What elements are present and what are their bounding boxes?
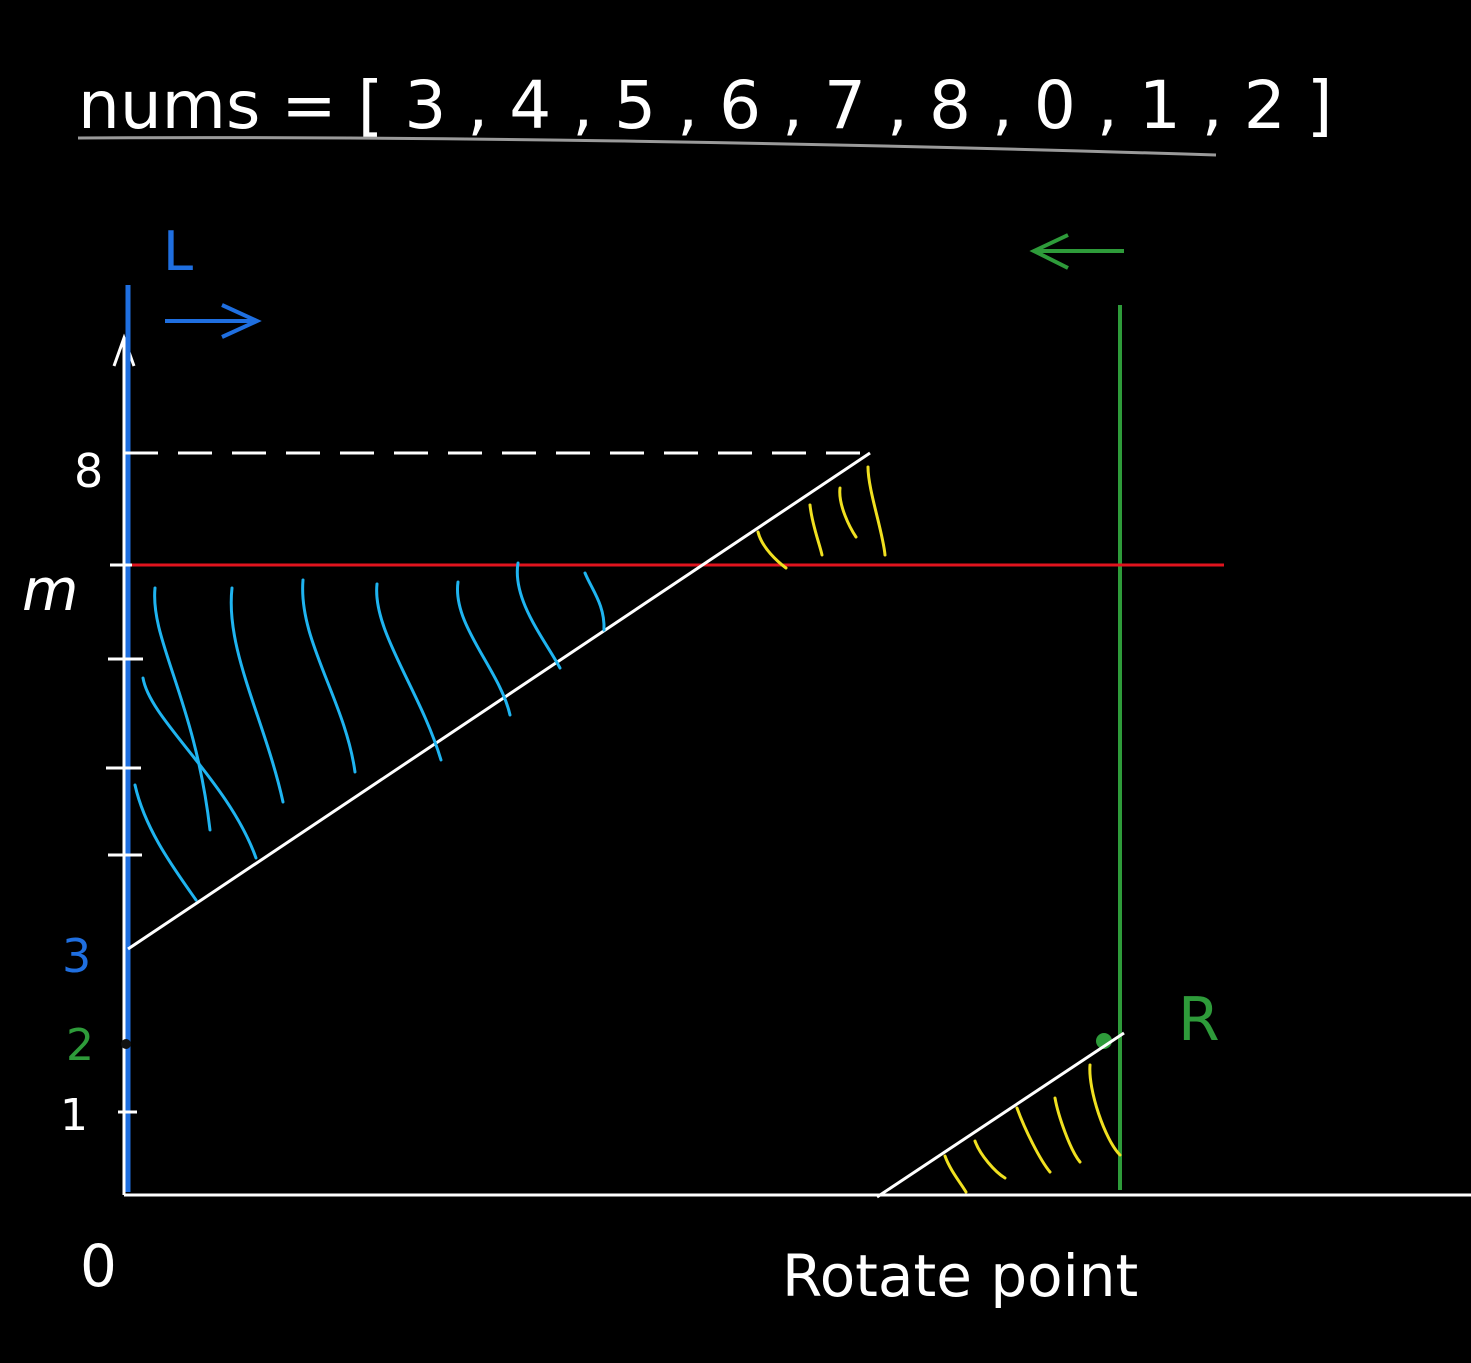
tick-label-8: 8 <box>74 444 103 498</box>
tick-label-1: 1 <box>60 1090 88 1141</box>
tick-2-marker <box>121 1039 131 1049</box>
lower-yellow-hatch <box>943 1063 1122 1194</box>
arrow-left-icon <box>1029 233 1124 270</box>
right-pointer-label: R <box>1178 985 1220 1055</box>
left-hatch-region <box>133 561 606 902</box>
ascending-segment-right <box>876 1031 1125 1199</box>
ascending-segment-left <box>127 451 871 951</box>
tick-label-3: 3 <box>62 929 91 983</box>
origin-label: 0 <box>80 1232 117 1300</box>
left-pointer-label: L <box>163 220 193 283</box>
y-axis-arrowhead <box>112 333 136 367</box>
upper-yellow-hatch <box>756 465 887 570</box>
arrow-right-icon <box>165 303 262 339</box>
mid-label: m <box>22 556 79 624</box>
title-underline <box>77 136 1217 157</box>
rotate-point-label: Rotate point <box>782 1242 1138 1310</box>
tick-label-2: 2 <box>66 1020 94 1071</box>
y-axis-ticks <box>106 563 143 1114</box>
array-title: nums = [ 3 , 4 , 5 , 6 , 7 , 8 , 0 , 1 ,… <box>78 67 1332 144</box>
